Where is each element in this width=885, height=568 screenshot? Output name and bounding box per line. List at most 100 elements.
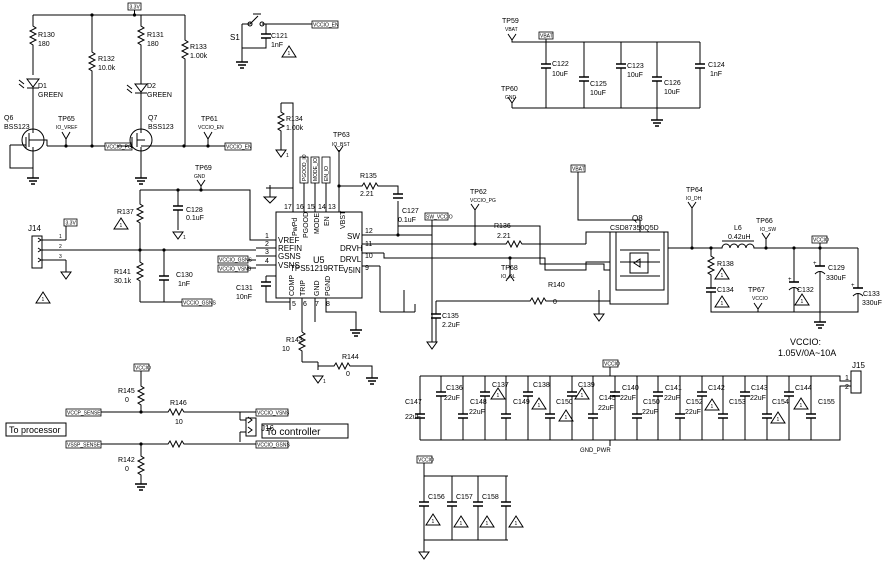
c145-ref: C145 [599, 395, 616, 402]
tp67-symbol [761, 232, 771, 248]
c151-ref: C152 [686, 399, 703, 406]
c143-ref: C143 [751, 385, 768, 392]
c142-ref: C142 [708, 385, 725, 392]
c143-value: 22uF [750, 395, 766, 402]
tp61-symbol [203, 131, 213, 146]
c156-ref: C157 [456, 494, 473, 501]
u5-bottom-pins [289, 298, 357, 332]
tp65-ref: TP69 [195, 165, 212, 172]
u5-part: TPS51219RTE [290, 264, 344, 273]
s1-switch-section: S1 C121 1nF 1 VCCIO_EN [230, 13, 339, 69]
capacitor-symbol [545, 413, 555, 419]
capacitor-symbol [480, 391, 490, 397]
r146-value: 0 [125, 466, 129, 473]
gnd-arrow-icon [172, 231, 184, 240]
vccio-flag-bank-label: VCCIO [604, 362, 620, 368]
r133-symbol [180, 15, 190, 146]
tp68-symbol [505, 258, 515, 282]
c153-ref: C154 [772, 399, 789, 406]
note-mark: 1 [288, 51, 291, 57]
r134-value: 1.00k [286, 125, 304, 132]
note-mark: 1 [800, 403, 803, 409]
d1-light-icon [18, 79, 25, 89]
vccio-vsns-flag-b-label: VCCIO_VSNS [257, 411, 290, 417]
r136-drvh-wire [390, 239, 586, 249]
tp67-net: IO_SW [760, 227, 776, 233]
u5-left-pins [256, 239, 276, 266]
u5-pin9-num: 9 [365, 265, 369, 272]
capacitor-symbol [523, 391, 533, 397]
vbat-q8-wire [577, 172, 641, 232]
j15-body [850, 370, 862, 394]
capacitor-symbol [762, 413, 772, 419]
q7-ref: Q7 [148, 115, 157, 122]
j14-pin-arrows [37, 237, 42, 263]
u5-pin10-name: DRVL [340, 255, 362, 264]
c134-ref: C134 [717, 287, 734, 294]
q8-ref: Q8 [632, 214, 643, 223]
c123-value: 10uF [627, 72, 643, 79]
sw-vccio-flag [424, 212, 449, 221]
capacitor-symbol [567, 391, 577, 397]
c140-ref: C140 [622, 385, 639, 392]
c140-value: 22uF [620, 395, 636, 402]
u5-pin6-num: 6 [303, 301, 307, 308]
r135-ref: R135 [360, 173, 377, 180]
c126-ref: C126 [664, 80, 681, 87]
j14-pins [42, 239, 66, 261]
j15-ref: J15 [852, 361, 865, 370]
note-triangle-icon [574, 387, 590, 400]
output-cap-bank: VCCIO GND_PWR C136 22uF C137 1 C138 1 C1… [405, 359, 851, 454]
c121-symbol [261, 33, 271, 39]
note-mark: 1 [42, 297, 45, 303]
c124-ref: C124 [708, 62, 725, 69]
vccio-gsns-flag-c [255, 440, 289, 449]
u5-pin12-name: SW [347, 232, 360, 241]
r143-symbol [136, 371, 146, 412]
vbat-cap-bank [512, 42, 705, 127]
capacitor-symbol [458, 413, 468, 419]
r130-symbol [28, 15, 38, 75]
c157-ref: C158 [482, 494, 499, 501]
u5-pin3-num: 3 [265, 249, 269, 256]
u5-right-pins [362, 234, 398, 267]
c137-ref: C137 [492, 382, 509, 389]
c141-ref: C141 [665, 385, 682, 392]
v33-flag-j14 [63, 218, 78, 227]
c130-ref: C130 [176, 272, 193, 279]
note-triangle-icon [714, 267, 730, 280]
r140-value: 0 [553, 299, 557, 306]
gnd-icon [135, 483, 147, 491]
r138-c134-snubber [706, 248, 820, 313]
tp69-net: VCCIO [752, 296, 768, 302]
tp60-net: GND [505, 95, 517, 101]
u5-pin17-num: 17 [284, 204, 292, 211]
q6-gate [10, 137, 27, 148]
gnd-icon [814, 321, 826, 329]
gnd-arrow-icon [426, 341, 438, 350]
note-mark: 1 [711, 404, 714, 410]
note-mark: 1 [565, 415, 568, 421]
r141-ref: R143 [286, 337, 303, 344]
r137-ref: R137 [117, 209, 134, 216]
q6-gate-wire [9, 145, 33, 169]
q8-internal-frame [615, 232, 665, 291]
cap-feed-wires [545, 42, 701, 77]
d1-ref: D1 [38, 83, 47, 90]
u5-pin7-num: 7 [315, 301, 319, 308]
vbat-flag-label: VBAT [540, 34, 553, 40]
c124-value: 1nF [710, 71, 722, 78]
tp59-ref: TP59 [502, 18, 519, 25]
c144-ref: C144 [795, 385, 812, 392]
gnd-arrow-mark: 1 [286, 153, 289, 159]
s1-switch-symbol [241, 15, 312, 48]
l6-inductor-symbol [668, 243, 858, 249]
vccio-gsns-flag-b-label: VCCIO_GSNS [183, 301, 216, 307]
c147-ref: C148 [470, 399, 487, 406]
pg-led-section: 3.3V R130 180 D1 GREEN Q6 BSS123 R132 10… [4, 2, 252, 185]
r139-value: 30.1k [114, 278, 132, 285]
c146-ref: C147 [405, 399, 422, 406]
u5-pin14-name: EN [324, 216, 331, 226]
c129-plus: + [813, 261, 817, 267]
